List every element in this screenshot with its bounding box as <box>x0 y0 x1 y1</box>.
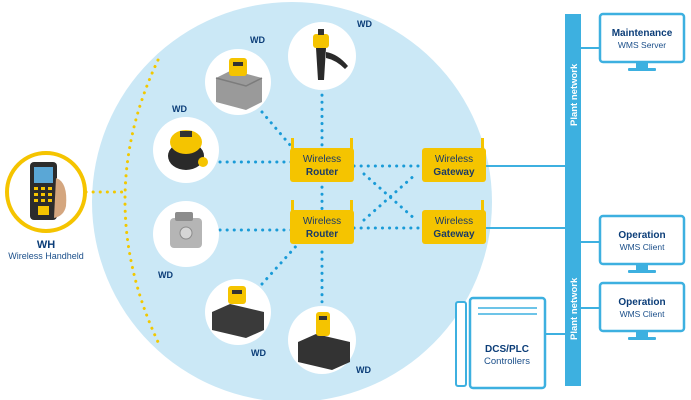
gateway-box <box>422 210 486 244</box>
device-box-icon <box>212 304 264 338</box>
gateway-line1: Wireless <box>435 154 473 165</box>
station-title: Operation <box>618 297 665 308</box>
wireless-router-top: Wireless Router <box>290 138 354 182</box>
link-upper-left-device <box>260 110 298 154</box>
wireless-handheld: WH Wireless Handheld <box>5 151 87 261</box>
station-subtitle: WMS Client <box>620 309 666 319</box>
wireless-device-left-upper: WD <box>153 104 219 183</box>
wd-label: WD <box>356 365 371 375</box>
wireless-links <box>218 86 426 308</box>
station-subtitle: WMS Server <box>618 40 666 50</box>
device-yellow-head-icon <box>228 286 246 304</box>
wd-label: WD <box>158 270 173 280</box>
antenna-icon <box>481 200 484 211</box>
wd-label: WD <box>172 104 187 114</box>
station-subtitle: WMS Client <box>620 242 666 252</box>
link-cross-b <box>362 172 418 222</box>
monitor-neck-icon <box>636 264 648 270</box>
device-yellow-head-icon <box>313 34 329 48</box>
controllers-title: DCS/PLC <box>485 344 529 355</box>
router-line2: Router <box>306 167 338 178</box>
device-box-icon <box>216 70 262 110</box>
wireless-router-bottom: Wireless Router <box>290 200 354 244</box>
router-box <box>290 210 354 244</box>
gateway-line2: Gateway <box>433 167 475 178</box>
antenna-icon <box>350 200 353 211</box>
wd-label: WD <box>251 348 266 358</box>
wireless-device-lower-left: WD <box>205 279 271 358</box>
router-box <box>290 148 354 182</box>
monitor-stand-icon <box>628 270 656 273</box>
plant-network-label-top: Plant network <box>569 63 580 126</box>
wireless-device-upper-left: WD <box>205 35 271 115</box>
wireless-device-bottom: WD <box>288 306 371 375</box>
router-line1: Wireless <box>303 216 341 227</box>
device-yellow-head-icon <box>170 130 202 154</box>
handheld-screen-icon <box>34 167 53 183</box>
gateway-line1: Wireless <box>435 216 473 227</box>
hand-icon <box>54 178 67 218</box>
handheld-badge-icon <box>38 206 49 215</box>
controllers-subtitle: Controllers <box>484 356 530 367</box>
wired-links <box>486 47 600 335</box>
router-line2: Router <box>306 229 338 240</box>
handheld-label: Wireless Handheld <box>8 251 84 261</box>
monitor-stand-icon <box>628 337 656 340</box>
handheld-keys-icon <box>34 187 52 202</box>
controller-side-panel-icon <box>455 301 467 387</box>
wireless-device-left-lower: WD <box>153 201 219 280</box>
wd-label: WD <box>357 19 372 29</box>
handheld-code: WH <box>37 239 55 251</box>
station-title: Operation <box>618 230 665 241</box>
wireless-gateway-bottom: Wireless Gateway <box>422 200 486 244</box>
gateway-line2: Gateway <box>433 229 475 240</box>
dcs-plc-controllers: DCS/PLC Controllers <box>455 296 547 390</box>
device-yellow-head-icon <box>229 58 247 76</box>
station-maintenance: Maintenance WMS Server <box>598 12 686 71</box>
gateway-box <box>422 148 486 182</box>
antenna-icon <box>481 138 484 149</box>
device-box-icon <box>298 334 350 370</box>
antenna-icon <box>291 138 294 149</box>
wireless-device-top: WD <box>288 19 372 90</box>
device-stem-icon <box>316 48 326 80</box>
monitor-stand-icon <box>628 68 656 71</box>
wd-label: WD <box>250 35 265 45</box>
station-title: Maintenance <box>612 28 673 39</box>
device-yellow-head-icon <box>316 312 330 336</box>
station-operation-2: Operation WMS Client <box>598 281 686 340</box>
monitor-neck-icon <box>636 331 648 337</box>
monitor-neck-icon <box>636 62 648 68</box>
station-operation-1: Operation WMS Client <box>598 214 686 273</box>
plant-network-bus <box>565 14 581 386</box>
plant-network-label-bottom: Plant network <box>569 277 580 340</box>
wireless-gateway-top: Wireless Gateway <box>422 138 486 182</box>
controller-cabinet-icon <box>468 296 547 390</box>
antenna-icon <box>291 200 294 211</box>
link-lower-left-device <box>260 242 300 286</box>
router-line1: Wireless <box>303 154 341 165</box>
antenna-icon <box>350 138 353 149</box>
